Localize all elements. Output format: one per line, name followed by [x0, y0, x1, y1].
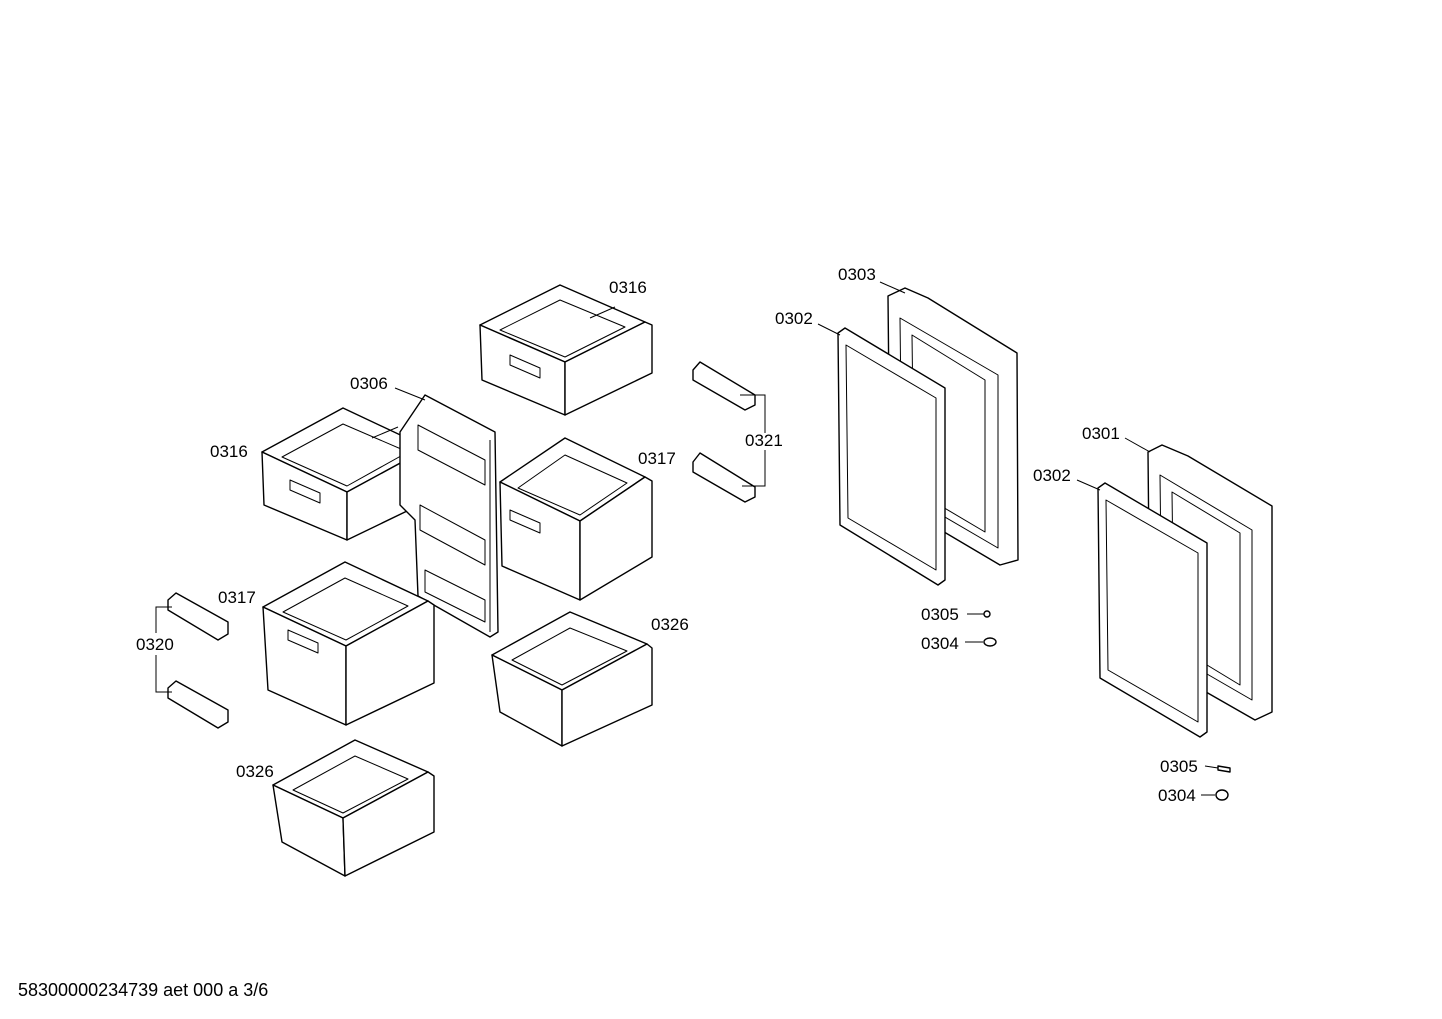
drawer-0326-left — [272, 739, 435, 877]
label-0306: 0306 — [350, 374, 388, 393]
label-0301: 0301 — [1082, 424, 1120, 443]
rails-0321 — [692, 361, 756, 503]
label-0316-left: 0316 — [210, 442, 248, 461]
label-0305-a: 0305 — [921, 605, 959, 624]
hinge-pin-0305-b — [1217, 765, 1231, 773]
label-0316-top: 0316 — [609, 278, 647, 297]
hinge-pin-0305-a — [983, 610, 991, 618]
drawer-0326-right — [491, 611, 653, 747]
label-0317-left: 0317 — [218, 588, 256, 607]
label-0317-right: 0317 — [638, 449, 676, 468]
document-footer-code: 58300000234739 aet 000 a 3/6 — [18, 980, 269, 1000]
label-0303: 0303 — [838, 265, 876, 284]
drawer-0317-right — [499, 437, 653, 601]
rails-0320 — [167, 592, 229, 729]
label-0302-b: 0302 — [1033, 466, 1071, 485]
bushing-0304-b — [1215, 789, 1229, 801]
bushing-0304-a — [983, 637, 997, 647]
label-0321: 0321 — [745, 431, 783, 450]
drawer-0317-left — [262, 561, 435, 726]
gasket-0302-a — [837, 327, 946, 586]
drawer-0316-top — [479, 284, 653, 416]
label-0305-b: 0305 — [1160, 757, 1198, 776]
gasket-0302-b — [1097, 482, 1208, 738]
label-0304-a: 0304 — [921, 634, 959, 653]
label-0326-left: 0326 — [236, 762, 274, 781]
leader-lines — [155, 281, 1219, 796]
label-0320: 0320 — [136, 635, 174, 654]
label-0326-right: 0326 — [651, 615, 689, 634]
label-0302-a: 0302 — [775, 309, 813, 328]
label-0304-b: 0304 — [1158, 786, 1196, 805]
divider-frame-0306 — [399, 394, 499, 638]
